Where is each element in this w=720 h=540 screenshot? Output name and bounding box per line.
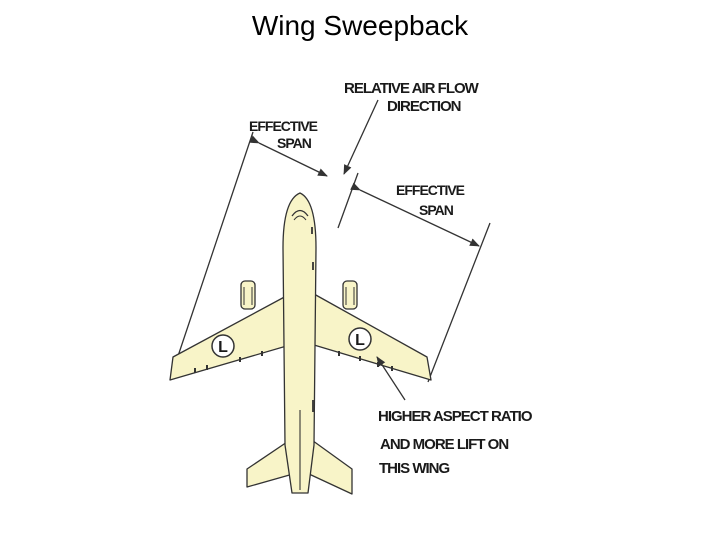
airflow-label-line2: DIRECTION: [387, 98, 461, 115]
effective-span-right-line2: SPAN: [419, 202, 454, 218]
right-wing: [313, 293, 432, 381]
fuselage: [282, 192, 317, 494]
right-engine: [342, 280, 358, 310]
lift-marker-left: L: [211, 334, 235, 358]
effective-span-right-arrow: [350, 182, 480, 247]
right-stabilizer: [308, 437, 353, 495]
airflow-label-line1: RELATIVE AIR FLOW: [344, 80, 480, 97]
center-span-line: [337, 172, 359, 229]
effective-span-left-line2: SPAN: [277, 135, 312, 151]
left-engine: [240, 280, 256, 310]
lift-label-right: L: [355, 332, 365, 349]
lift-label-left: L: [218, 339, 228, 356]
effective-span-left-arrow: [249, 135, 328, 177]
aspect-ratio-label-line1: HIGHER ASPECT RATIO: [378, 408, 533, 425]
lift-marker-right: L: [348, 327, 372, 351]
aspect-ratio-label-line2: AND MORE LIFT ON: [380, 436, 508, 453]
effective-span-left-line1: EFFECTIVE: [249, 118, 318, 134]
aspect-ratio-label-line3: THIS WING: [379, 460, 449, 477]
airflow-arrow: [343, 99, 379, 175]
cockpit: [291, 209, 309, 217]
aspect-ratio-arrow: [376, 356, 406, 401]
aircraft: [169, 192, 432, 495]
right-span-line: [427, 222, 491, 383]
slide-title: Wing Sweepback: [251, 10, 469, 41]
left-span-line: [169, 131, 254, 381]
span-lines: [169, 131, 491, 383]
effective-span-right-line1: EFFECTIVE: [396, 182, 465, 198]
